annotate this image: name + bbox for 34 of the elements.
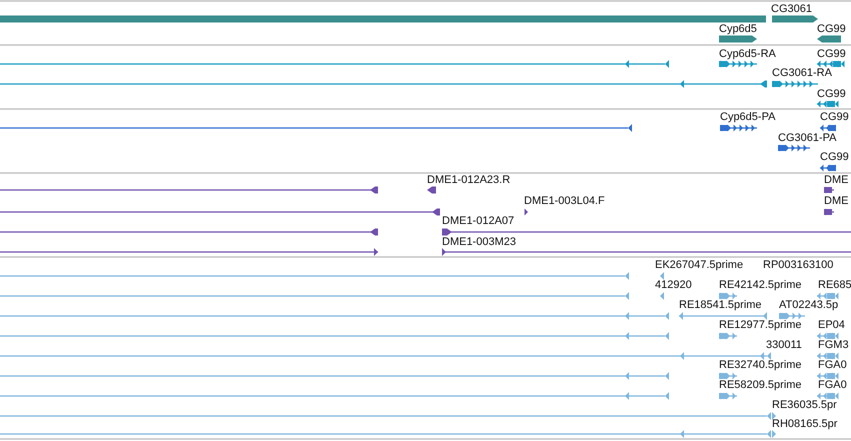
feature-label: CG99 <box>817 23 846 35</box>
feature-label: RE32740.5prime <box>719 359 802 371</box>
feature-label: 412920 <box>655 279 692 291</box>
feature-label: DME1-012A07 <box>442 215 514 227</box>
feature-label: RE18541.5prime <box>679 299 762 311</box>
feature-label: Cyp6d5 <box>719 23 757 35</box>
feature-label: Cyp6d5-PA <box>720 111 776 123</box>
feature-label: DME1-003M23 <box>442 236 516 248</box>
feature-label: FGA0 <box>818 379 847 391</box>
feature-label: FGA0 <box>818 359 847 371</box>
feature-label: CG3061 <box>771 3 812 15</box>
feature-label: DME <box>824 195 848 207</box>
feature-label: DME <box>824 174 848 186</box>
feature-label: RE12977.5prime <box>719 319 802 331</box>
feature-label: DME1-012A23.R <box>427 174 510 186</box>
feature-label: CG99 <box>820 111 849 123</box>
feature-label: RE685 <box>818 279 851 291</box>
feature-label: RE36035.5pr <box>772 399 837 411</box>
feature-label: CG99 <box>820 151 849 163</box>
feature-label: FGM3 <box>818 339 849 351</box>
feature-label: DME1-003L04.F <box>524 195 605 207</box>
feature-label: CG3061-PA <box>778 132 836 144</box>
feature-label: EK267047.5prime <box>655 259 744 271</box>
feature-label: CG3061-RA <box>772 67 832 79</box>
feature-label: CG99 <box>817 88 846 100</box>
feature-label: AT02243.5p <box>779 299 838 311</box>
feature-label: 330011 <box>766 339 802 351</box>
feature-label: EP04 <box>818 319 845 331</box>
feature-label: RP003163100 <box>763 259 834 271</box>
feature-label: Cyp6d5-RA <box>719 48 776 60</box>
feature-label: RE42142.5prime <box>719 279 802 291</box>
feature-label: CG99 <box>817 48 846 60</box>
feature-label: RH08165.5pr <box>772 418 838 430</box>
feature-label: RE58209.5prime <box>719 379 802 391</box>
